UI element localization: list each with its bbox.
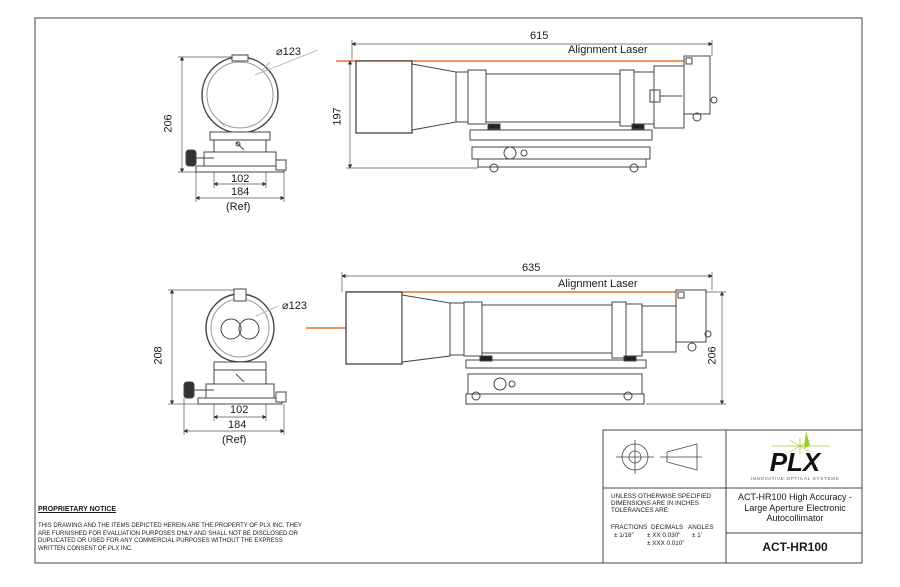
decimals-xxx: ± XXX 0.010" [647, 540, 685, 547]
decimals-xx: ± XX 0.030" [647, 532, 681, 539]
top-front-diameter: ⌀123 [276, 46, 301, 58]
bottom-side-laser-label: Alignment Laser [558, 278, 638, 290]
notice-body: THIS DRAWING AND THE ITEMS DEPICTED HERE… [38, 523, 302, 552]
projection-symbol [616, 440, 702, 474]
sheet-border [34, 17, 863, 564]
top-side-laser-label: Alignment Laser [568, 44, 648, 56]
top-side-dims [346, 40, 713, 169]
part-number: ACT-HR100 [762, 540, 828, 554]
bottom-front-base-width: 102 [230, 404, 249, 416]
bottom-side-length: 635 [522, 262, 541, 274]
fractions-label: FRACTIONS [611, 524, 648, 531]
bottom-side-view [306, 289, 712, 405]
bottom-front-view [183, 288, 287, 405]
tolerance-header-1: UNLESS OTHERWISE SPECIFIED [611, 493, 711, 500]
top-side-height: 197 [331, 107, 344, 126]
angles-value: ± 1' [692, 532, 702, 539]
top-front-view [185, 49, 319, 173]
fractions-value: ± 1/16" [614, 532, 634, 539]
title-block [602, 429, 863, 564]
company-logo: PLX [770, 447, 822, 477]
bottom-front-ref: (Ref) [222, 434, 247, 446]
bottom-front-height: 208 [152, 346, 165, 365]
angles-label: ANGLES [688, 524, 714, 531]
decimals-label: DECIMALS [651, 524, 684, 531]
company-tagline: INNOVATIVE OPTICAL SYSTEMS [750, 476, 840, 481]
bottom-side-dims [341, 272, 726, 405]
tolerance-header-2: DIMENSIONS ARE IN INCHES [611, 500, 699, 507]
bottom-front-dims [168, 289, 285, 435]
bottom-front-overall-width: 184 [228, 419, 247, 431]
top-side-view [336, 55, 718, 173]
notice-title: PROPRIETARY NOTICE [38, 506, 117, 513]
top-front-dims [178, 56, 285, 202]
bottom-front-diameter: ⌀123 [282, 300, 307, 312]
top-front-ref: (Ref) [226, 201, 251, 213]
top-front-overall-width: 184 [231, 186, 250, 198]
company-logo-graphic: PLX [770, 431, 830, 477]
tolerance-header-3: TOLERANCES ARE: [611, 507, 670, 514]
bottom-side-height: 206 [706, 346, 719, 365]
drawing-title: ACT-HR100 High Accuracy - Large Aperture… [737, 492, 853, 523]
top-side-length: 615 [530, 30, 549, 42]
top-front-base-width: 102 [231, 173, 250, 185]
top-front-height: 206 [162, 114, 175, 133]
